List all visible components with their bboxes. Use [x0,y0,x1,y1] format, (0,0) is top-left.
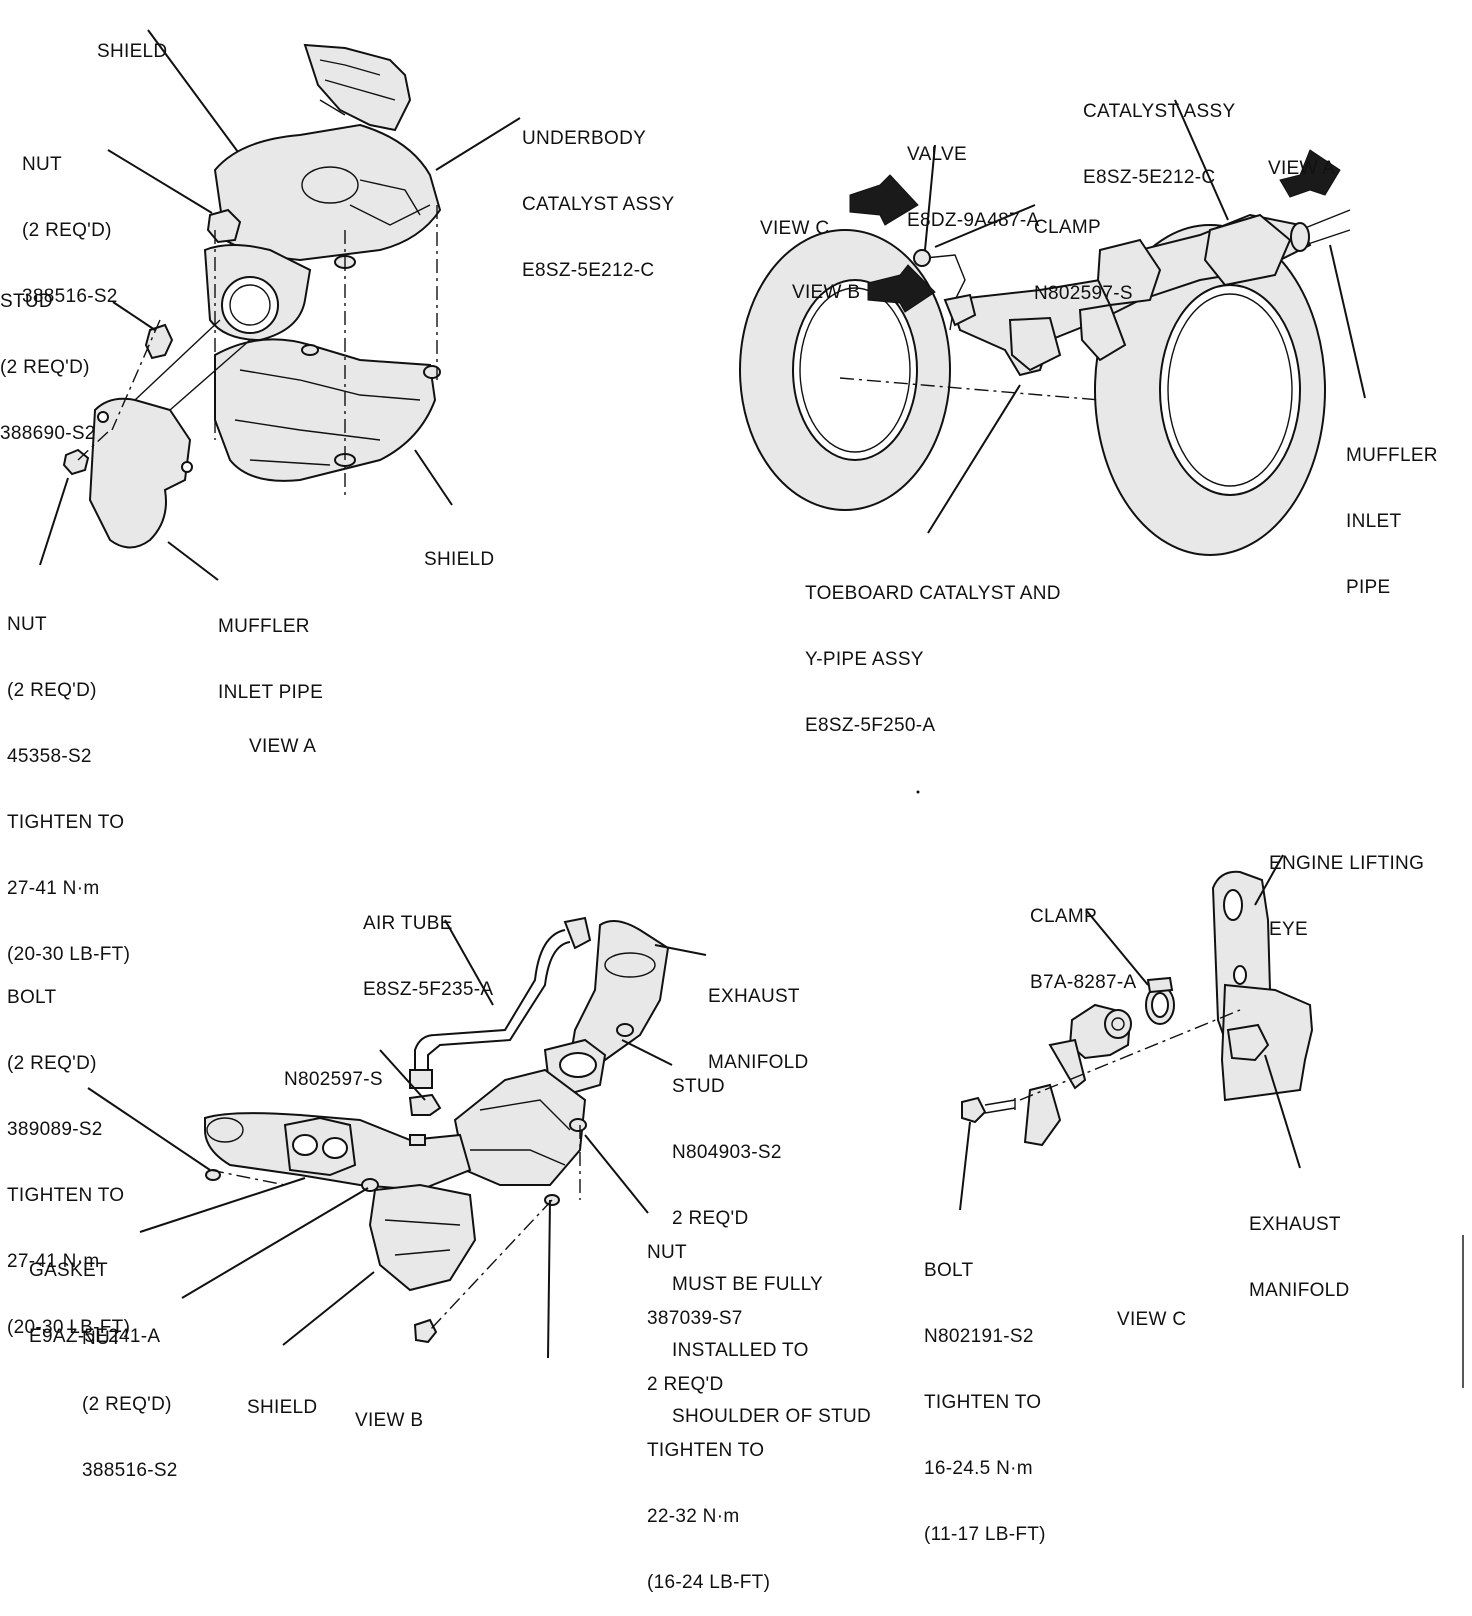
view-a-stud-label: STUD (2 REQ'D) 388690-S2 [0,291,96,444]
overview-muffler-inlet-label: MUFFLER INLET PIPE [1346,445,1438,598]
view-c-exhaust-manifold-label: EXHAUST MANIFOLD [1249,1214,1350,1301]
overview-view-c-ref: VIEW C [760,218,830,239]
overview-catalyst-assy-label: CATALYST ASSY E8SZ-5E212-C [1083,101,1236,188]
overview-toeboard-label: TOEBOARD CATALYST AND Y-PIPE ASSY E8SZ-5… [805,583,1061,736]
exhaust-system-diagram: SHIELD NUT (2 REQ'D) 388516-S2 STUD (2 R… [0,29,1464,1593]
overview-valve-label: VALVE E8DZ-9A487-A [907,144,1040,231]
overview-clamp-label: CLAMP N802597-S [1034,217,1133,304]
view-a-shield-top-label: SHIELD [97,41,168,62]
view-b-exhaust-manifold-label: EXHAUST MANIFOLD [708,986,809,1073]
overview-view-b-ref: VIEW B [792,282,861,303]
overview-view-a-ref: VIEW A [1268,158,1336,179]
view-b-clamp-part-label: N802597-S [284,1069,383,1090]
view-a-shield-bottom-label: SHIELD [424,549,495,570]
view-a-title: VIEW A [249,736,317,757]
view-c-engine-lifting-eye-label: ENGINE LIFTING EYE [1269,853,1425,940]
view-b-artwork [87,916,707,1359]
view-a-artwork [39,29,521,581]
view-c-artwork [959,854,1314,1211]
view-b-bolt-label: BOLT (2 REQ'D) 389089-S2 TIGHTEN TO 27-4… [7,987,131,1338]
view-c-bolt-label: BOLT N802191-S2 TIGHTEN TO 16-24.5 N·m (… [924,1260,1046,1545]
view-a-underbody-catalyst-label: UNDERBODY CATALYST ASSY E8SZ-5E212-C [522,128,675,281]
view-b-title: VIEW B [355,1410,424,1431]
view-b-nut-left-label: NUT (2 REQ'D) 388516-S2 [82,1328,178,1481]
view-c-clamp-label: CLAMP B7A-8287-A [1030,906,1137,993]
view-b-arrow-icon [867,264,936,313]
diagram-artwork [39,29,1464,1388]
view-c-arrow-icon [849,174,919,226]
view-b-nut-right-label: NUT 387039-S7 2 REQ'D TIGHTEN TO 22-32 N… [647,1242,771,1593]
view-a-arrow-icon [1279,149,1341,198]
view-a-nut-bottom-label: NUT (2 REQ'D) 45358-S2 TIGHTEN TO 27-41 … [7,614,131,965]
view-c-title: VIEW C [1117,1309,1187,1330]
view-b-air-tube-label: AIR TUBE E8SZ-5F235-A [363,913,494,1000]
view-a-muffler-inlet-label: MUFFLER INLET PIPE [218,616,324,703]
view-b-gasket-label: GASKET E9AZ-5E241-A [29,1260,161,1347]
overview-artwork [739,99,1366,556]
view-a-nut-label: NUT (2 REQ'D) 388516-S2 [22,154,118,307]
view-b-shield-label: SHIELD [247,1397,318,1418]
